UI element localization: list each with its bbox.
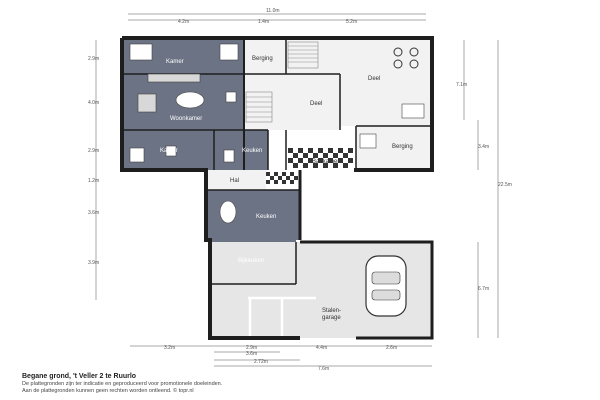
dim-bottom-e: 3.6m: [246, 351, 257, 357]
walls: [120, 36, 434, 340]
plan-footer: Begane grond, 't Veller 2 te Ruurlo De p…: [22, 372, 402, 395]
dim-bottom-c: 4.4m: [316, 345, 327, 351]
dimension-lines: [95, 13, 499, 367]
disclaimer-line-2: Aan de plattegronden kunnen geen rechten…: [22, 388, 194, 394]
staircase: [245, 41, 319, 123]
dim-right-1: 7.1m: [456, 82, 467, 88]
label-berging-top: Berging: [252, 56, 273, 62]
dim-left-1: 2.9m: [88, 56, 99, 62]
disclaimer-line-1: De plattegronden zijn ter indicatie en g…: [22, 381, 223, 387]
dim-bottom-d: 2.6m: [386, 345, 397, 351]
label-woonkamer: Woonkamer: [170, 116, 202, 122]
furniture: [129, 43, 425, 224]
dim-left-6: 3.9m: [88, 260, 99, 266]
dim-right-total: 22.5m: [498, 182, 512, 188]
dim-bottom-a: 3.2m: [164, 345, 175, 351]
dim-left-2: 4.0m: [88, 100, 99, 106]
dim-left-4: 1.2m: [88, 178, 99, 184]
dim-left-5: 3.6m: [88, 210, 99, 216]
room-hal-tiles: [266, 172, 298, 184]
label-bijkeuken: Bijkeuken: [238, 258, 264, 264]
label-garage-line: Stalen-: [322, 308, 341, 314]
room-hal-fill: [206, 170, 266, 190]
dim-bottom-b: 2.9m: [246, 345, 257, 351]
dim-right-3: 6.7m: [478, 286, 489, 292]
dim-bottom-total: 7.6m: [318, 366, 329, 372]
label-keuken: Keuken: [256, 214, 276, 220]
label-garage: Stalen-garage: [322, 308, 341, 321]
dim-top-c: 5.2m: [346, 19, 357, 25]
dim-bottom-f: 2.72m: [254, 359, 268, 365]
label-hal: Hal: [230, 178, 239, 184]
label-kamer-top: Kamer: [166, 59, 184, 65]
label-kamer-left: Kamer: [160, 148, 178, 154]
label-deel-right: Deel: [368, 76, 380, 82]
room-badkamer-tiles: [288, 148, 354, 170]
label-berging-right: Berging: [392, 144, 413, 150]
label-deel-center: Deel: [310, 101, 322, 107]
dim-top-b: 1.4m: [258, 19, 269, 25]
plan-title: Begane grond, 't Veller 2 te Ruurlo: [22, 373, 137, 380]
garage-floor-marking: [248, 296, 316, 336]
dim-right-2: 3.4m: [478, 144, 489, 150]
label-keuken-mid: Keuken: [242, 148, 262, 154]
dim-top-total: 11.0m: [266, 8, 280, 14]
car-icon: [365, 255, 407, 317]
room-keuken-mid-fill: [214, 130, 268, 170]
label-garage-line: garage: [322, 315, 341, 321]
dim-left-3: 2.9m: [88, 148, 99, 154]
room-berging-top-fill: [244, 38, 286, 74]
label-badkamer: Badkamer: [312, 159, 339, 165]
dim-top-a: 4.2m: [178, 19, 189, 25]
